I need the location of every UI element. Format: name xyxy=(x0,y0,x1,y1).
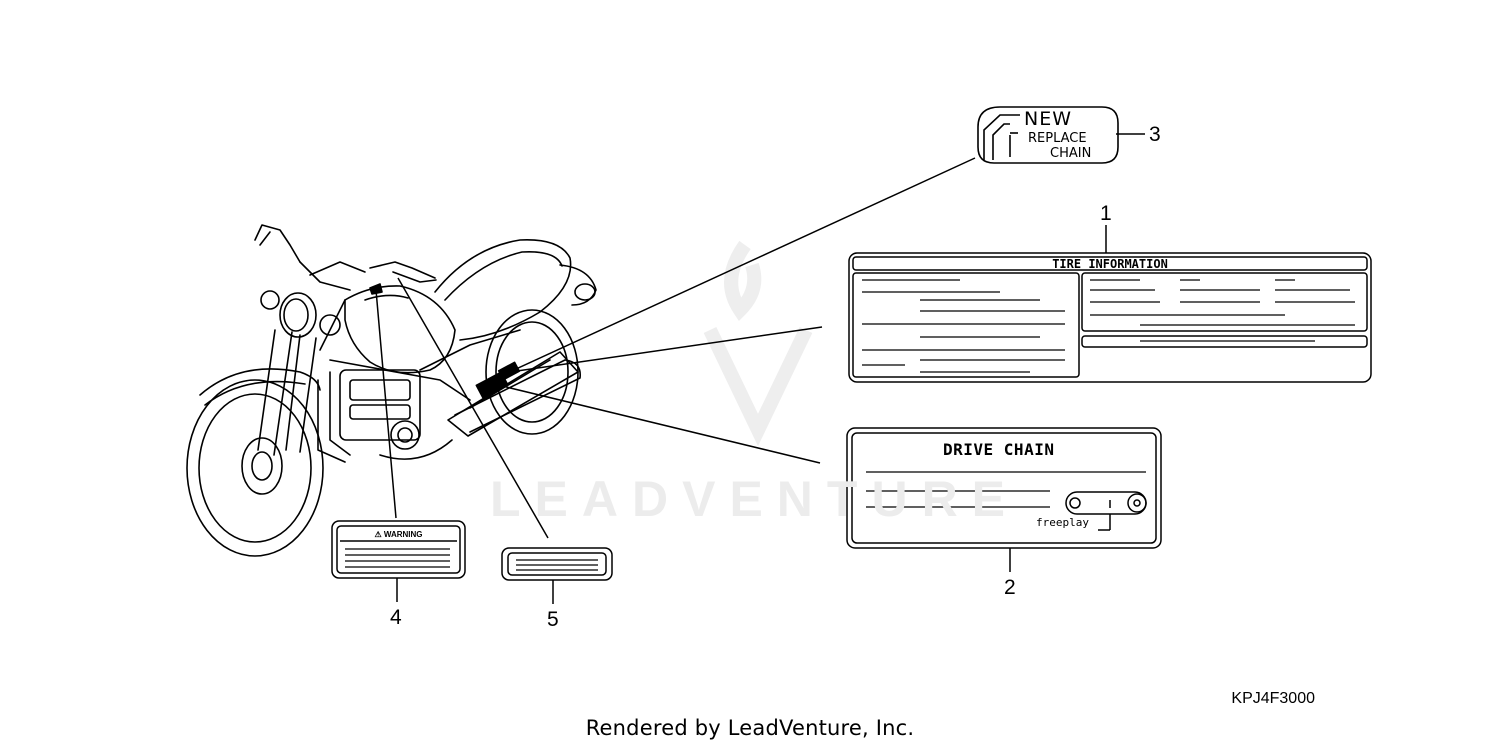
leader-lines xyxy=(375,133,1145,604)
callout-4: 4 xyxy=(390,606,402,629)
replace-chain-new-text: NEW xyxy=(1024,108,1073,130)
callout-2: 2 xyxy=(1004,576,1016,599)
warning-title: ⚠ WARNING xyxy=(374,530,423,539)
replace-chain-chain-text: CHAIN xyxy=(1050,146,1092,161)
replace-chain-label xyxy=(977,106,1119,164)
drive-chain-label xyxy=(846,427,1162,549)
footer-credit: Rendered by LeadVenture, Inc. xyxy=(585,716,915,740)
warning-label xyxy=(331,520,466,579)
callout-3: 3 xyxy=(1149,123,1161,146)
leadventure-logo-watermark xyxy=(703,240,813,447)
motorcycle-illustration xyxy=(186,224,597,557)
tire-information-label xyxy=(848,252,1372,383)
diagram-code: KPJ4F3000 xyxy=(1231,690,1315,707)
tire-information-title: TIRE INFORMATION xyxy=(1052,257,1168,271)
leadventure-watermark-text: LEADVENTURE xyxy=(490,471,1020,527)
replace-chain-replace-text: REPLACE xyxy=(1028,131,1087,146)
small-label xyxy=(501,547,613,581)
drive-chain-title: DRIVE CHAIN xyxy=(943,440,1055,459)
callout-1: 1 xyxy=(1100,202,1112,225)
drive-chain-freeplay-text: freeplay xyxy=(1036,516,1089,529)
callout-5: 5 xyxy=(547,608,559,631)
